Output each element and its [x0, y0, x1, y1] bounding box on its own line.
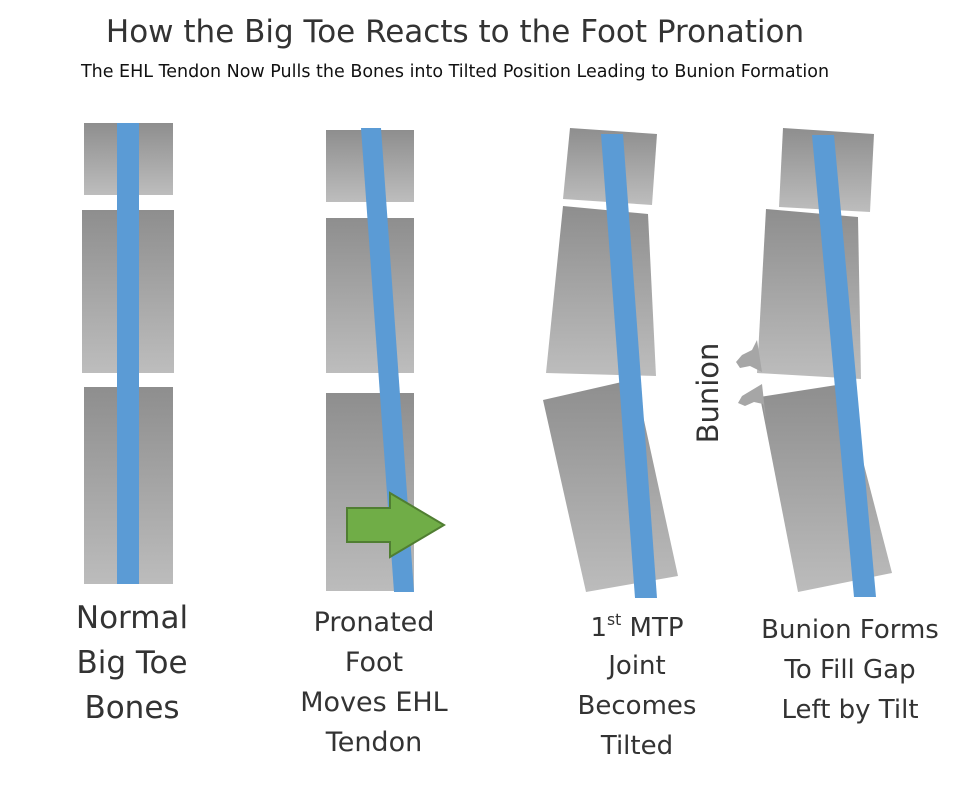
caption-line: To Fill Gap	[784, 655, 916, 685]
ehl-tendon	[361, 128, 414, 592]
diagram-title: How the Big Toe Reacts to the Foot Prona…	[105, 14, 805, 50]
caption-tilted: 1st MTP Joint Becomes Tilted	[532, 611, 742, 773]
panel-tilted	[543, 128, 678, 598]
ehl-tendon	[601, 134, 657, 598]
caption-line: Tilted	[600, 731, 674, 761]
caption-pronated: Pronated Foot Moves EHL Tendon	[266, 609, 482, 769]
diagram-subtitle: The EHL Tendon Now Pulls the Bones into …	[80, 62, 830, 82]
caption-line: Bones	[84, 690, 180, 726]
bunion-growth-lower	[738, 384, 766, 420]
caption-superscript: st	[607, 611, 622, 629]
caption-line: 1st MTP	[532, 611, 742, 653]
panel-normal	[82, 123, 174, 584]
caption-normal: Normal Big Toe Bones	[40, 603, 224, 738]
panel-pronated	[326, 128, 446, 592]
caption-line: Normal	[75, 600, 189, 636]
caption-rest: MTP	[621, 612, 684, 643]
caption-bunion: Bunion Forms To Fill Gap Left by Tilt	[740, 617, 960, 737]
caption-line: Bunion Forms	[761, 615, 939, 645]
ehl-tendon	[812, 135, 876, 597]
caption-line: Tendon	[325, 727, 423, 758]
caption-prefix: 1	[590, 612, 608, 643]
caption-line: Joint	[608, 651, 666, 681]
bunion-growth-upper	[736, 340, 762, 372]
bunion-label-text: Bunion	[691, 342, 725, 444]
panel-bunion	[736, 128, 892, 597]
caption-line: Becomes	[577, 691, 697, 721]
caption-line: Moves EHL	[300, 687, 448, 718]
proximal-phalanx	[546, 206, 656, 376]
caption-line: Left by Tilt	[781, 695, 919, 725]
ehl-tendon	[117, 123, 139, 584]
caption-line: Pronated	[313, 607, 435, 638]
metatarsal	[543, 379, 678, 592]
right-arrow-icon	[346, 491, 446, 559]
caption-line: Big Toe	[76, 645, 188, 681]
caption-line: Foot	[344, 647, 404, 678]
